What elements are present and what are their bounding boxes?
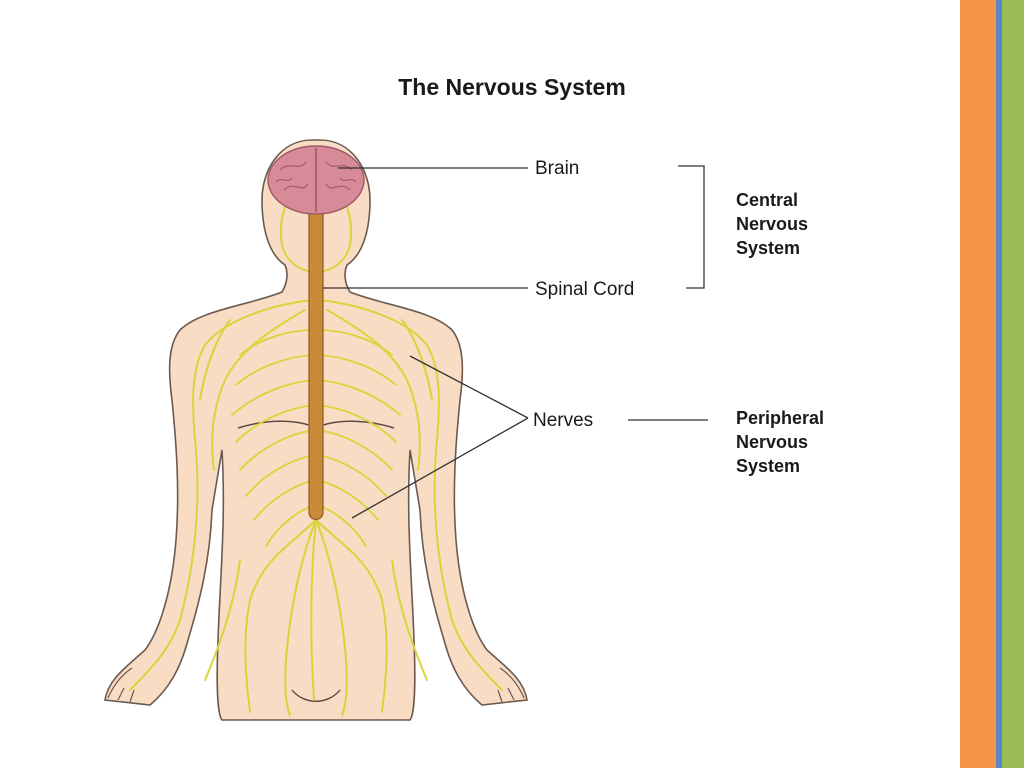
accent-stripes <box>960 0 1024 768</box>
cns-bracket <box>678 166 704 288</box>
cns-group-label: Central Nervous System <box>736 190 808 258</box>
pns-group-label: Peripheral Nervous System <box>736 408 824 476</box>
pns-line-2: Nervous <box>736 432 808 452</box>
brain <box>268 146 364 214</box>
nervous-system-figure: The Nervous System <box>0 0 960 768</box>
spinal-cord-label: Spinal Cord <box>535 279 634 300</box>
cns-line-2: Nervous <box>736 214 808 234</box>
nerves-label: Nerves <box>533 410 593 431</box>
pns-line-3: System <box>736 456 800 476</box>
orange-stripe <box>960 0 996 768</box>
brain-label: Brain <box>535 158 579 179</box>
pns-line-1: Peripheral <box>736 408 824 428</box>
spinal-cord <box>309 200 323 520</box>
figure-title: The Nervous System <box>398 74 626 100</box>
green-stripe <box>1002 0 1024 768</box>
cns-line-1: Central <box>736 190 798 210</box>
cns-line-3: System <box>736 238 800 258</box>
